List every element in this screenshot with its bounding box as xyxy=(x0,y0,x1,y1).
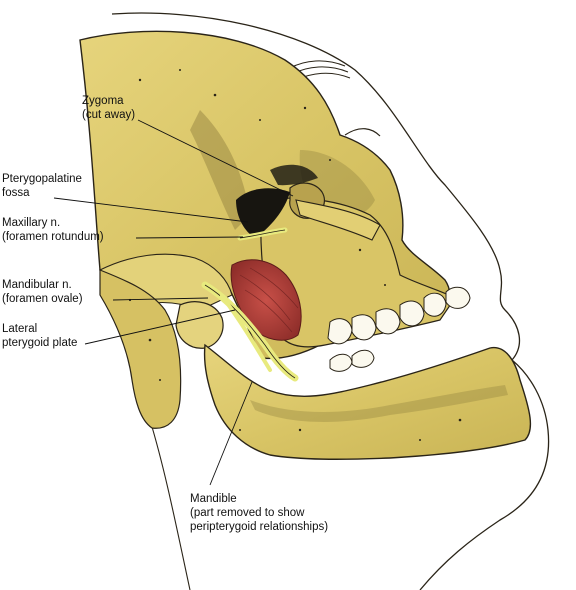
mandible xyxy=(203,343,532,460)
lateral-pterygoid-leader xyxy=(84,309,236,345)
label-maxillary-line1: Maxillary n. xyxy=(2,217,61,229)
leader-lines xyxy=(53,119,294,486)
condyle xyxy=(175,301,224,349)
mandible-inner-shadow xyxy=(250,385,508,422)
label-lateral-pterygoid-line2: pterygoid plate xyxy=(2,337,78,349)
lower-teeth xyxy=(329,349,375,372)
mandible-leader xyxy=(209,381,253,486)
label-pterygopalatine-line1: Pterygopalatine xyxy=(2,173,82,185)
label-maxillary-line2: (foramen rotundum) xyxy=(2,231,104,243)
mastoid-region xyxy=(99,269,182,429)
pterygopalatine-leader xyxy=(53,197,249,223)
label-mandible-line2: (part removed to show xyxy=(190,507,305,519)
temporal-shadow xyxy=(190,110,250,230)
label-mandibular-line1: Mandibular n. xyxy=(2,279,72,291)
label-pterygopalatine-line2: fossa xyxy=(2,187,30,199)
maxillary-leader xyxy=(135,236,244,239)
label-zygoma-line2: (cut away) xyxy=(82,109,136,121)
nasal-cavity-shadow xyxy=(270,164,318,186)
zygoma-stump xyxy=(295,199,381,241)
label-mandible: Mandible (part removed to show periptery… xyxy=(190,492,328,534)
label-lateral-pterygoid-plate: Lateral pterygoid plate xyxy=(2,322,77,350)
label-lateral-pterygoid-line1: Lateral xyxy=(2,323,38,335)
face-profile-outline xyxy=(111,12,550,590)
label-mandible-line3: peripterygoid relationships) xyxy=(190,521,329,533)
zygoma-leader xyxy=(137,119,294,197)
bone-texture xyxy=(128,69,462,441)
label-pterygopalatine-fossa: Pterygopalatine fossa xyxy=(2,172,82,200)
label-mandible-line1: Mandible xyxy=(190,493,237,505)
pterygopalatine-fossa xyxy=(236,188,290,238)
label-mandibular-nerve: Mandibular n. (foramen ovale) xyxy=(2,278,83,306)
mandibular-leader xyxy=(112,297,209,301)
neck-outline xyxy=(149,419,191,590)
label-zygoma-line1: Zygoma xyxy=(82,95,124,107)
label-mandibular-line2: (foramen ovale) xyxy=(2,293,83,305)
upper-teeth xyxy=(327,286,471,345)
label-zygoma: Zygoma (cut away) xyxy=(82,94,135,122)
eyelid-line xyxy=(344,128,381,137)
label-maxillary-nerve: Maxillary n. (foramen rotundum) xyxy=(2,216,104,244)
